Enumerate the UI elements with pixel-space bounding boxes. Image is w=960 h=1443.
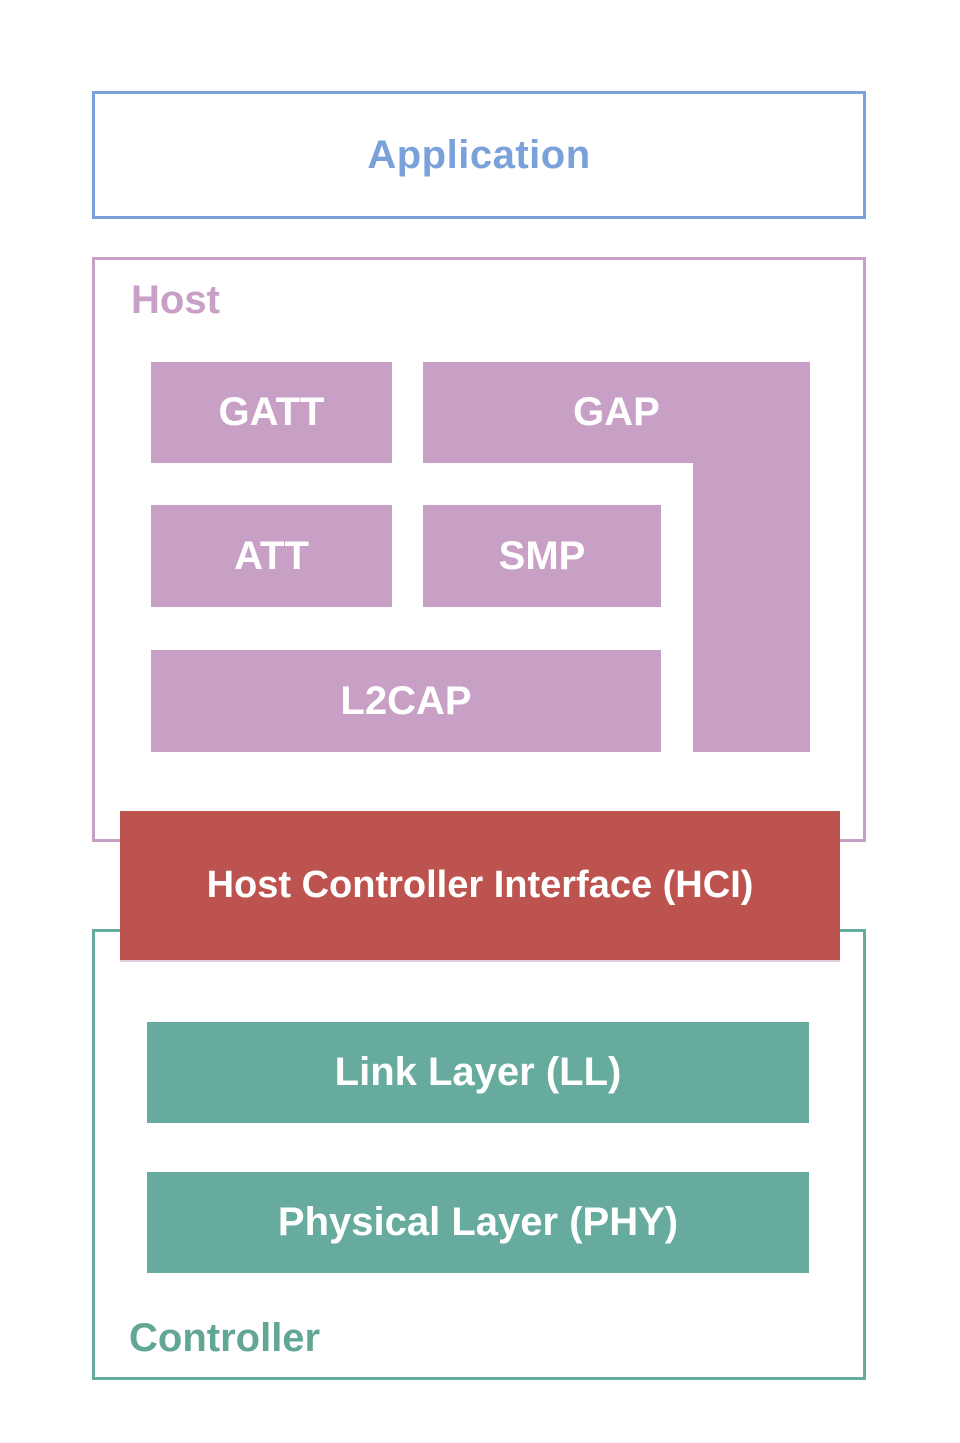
physical-layer-label: Physical Layer (PHY) <box>277 1200 679 1244</box>
physical-layer-block: Physical Layer (PHY) <box>147 1172 809 1273</box>
att-label: ATT <box>234 533 309 578</box>
gatt-block: GATT <box>151 362 392 463</box>
link-layer-block: Link Layer (LL) <box>147 1022 809 1123</box>
controller-box: Controller <box>92 929 866 1380</box>
gatt-label: GATT <box>218 390 325 434</box>
gap-block-arm <box>693 462 810 752</box>
controller-label: Controller <box>129 1316 321 1360</box>
application-box: Application <box>92 91 866 219</box>
gap-block: GAP <box>423 362 810 463</box>
att-block: ATT <box>151 505 392 607</box>
hci-block: Host Controller Interface (HCI) <box>120 811 840 960</box>
l2cap-block: L2CAP <box>151 650 661 752</box>
link-layer-label: Link Layer (LL) <box>334 1050 622 1094</box>
application-label: Application <box>367 132 591 177</box>
smp-label: SMP <box>498 533 586 578</box>
l2cap-label: L2CAP <box>340 678 472 723</box>
hci-label: Host Controller Interface (HCI) <box>206 864 754 906</box>
smp-block: SMP <box>423 505 661 607</box>
host-label: Host <box>131 278 220 322</box>
gap-label: GAP <box>573 390 660 434</box>
